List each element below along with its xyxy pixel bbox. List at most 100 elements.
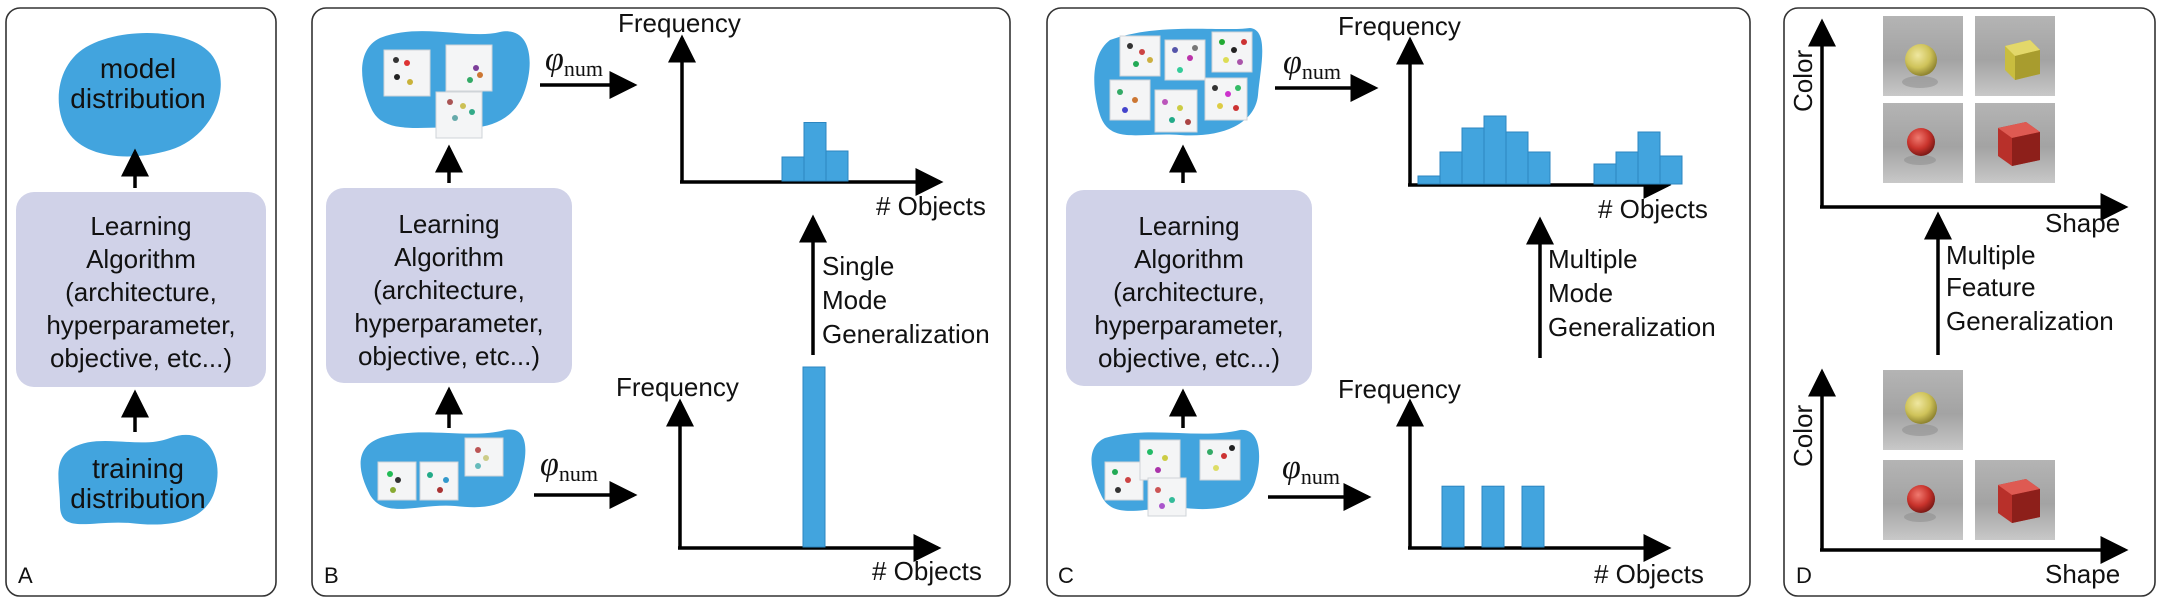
render-red-sphere bbox=[1883, 103, 1963, 183]
sample-images-top bbox=[383, 44, 493, 139]
algo-line-5: objective, etc...) bbox=[1098, 343, 1280, 373]
sample-image bbox=[1147, 477, 1187, 517]
histogram-bar bbox=[1461, 127, 1485, 185]
y-axis-label: Color bbox=[1788, 405, 1818, 467]
x-axis-label: # Objects bbox=[872, 556, 982, 586]
x-axis-label: # Objects bbox=[876, 191, 986, 221]
model-label-line2: distribution bbox=[70, 83, 205, 114]
render-red-sphere bbox=[1883, 460, 1963, 540]
generalization-line-1: Multiple bbox=[1946, 240, 2036, 270]
panel-b: φnum Frequency # Objects Single Mode Gen… bbox=[311, 7, 1011, 597]
algo-line-1: Learning bbox=[398, 209, 499, 239]
algo-line-2: Algorithm bbox=[394, 242, 504, 272]
algo-line-3: (architecture, bbox=[1113, 277, 1265, 307]
histogram-bar bbox=[1483, 115, 1507, 185]
panel-d-frame bbox=[1783, 7, 2156, 597]
sample-image bbox=[1139, 439, 1181, 481]
sample-image bbox=[377, 461, 417, 501]
sample-image bbox=[1154, 89, 1198, 133]
algo-line-1: Learning bbox=[90, 211, 191, 241]
histogram-bar bbox=[1481, 485, 1505, 548]
x-axis-label: Shape bbox=[2045, 559, 2120, 589]
sample-image bbox=[445, 44, 493, 92]
chart-bars bbox=[1417, 115, 1683, 185]
histogram-bar bbox=[803, 122, 827, 182]
render-yellow-sphere bbox=[1883, 370, 1963, 450]
sample-image bbox=[383, 49, 431, 97]
render-yellow-sphere bbox=[1883, 16, 1963, 96]
algo-line-2: Algorithm bbox=[1134, 244, 1244, 274]
generalization-line-3: Generalization bbox=[1946, 306, 2114, 336]
sphere-icon bbox=[1905, 392, 1937, 424]
y-axis-label: Frequency bbox=[618, 8, 741, 38]
sample-image bbox=[1109, 79, 1151, 121]
algo-line-4: hyperparameter, bbox=[1094, 310, 1283, 340]
algo-line-5: objective, etc...) bbox=[50, 343, 232, 373]
model-label-line1: model bbox=[100, 53, 176, 84]
panel-d: Color Shape Multiple Feature bbox=[1783, 7, 2156, 597]
algo-line-4: hyperparameter, bbox=[354, 308, 543, 338]
algo-line-3: (architecture, bbox=[65, 277, 217, 307]
histogram-bar bbox=[781, 156, 805, 182]
histogram-bar bbox=[825, 150, 849, 182]
x-axis-label: # Objects bbox=[1598, 194, 1708, 224]
histogram-bar bbox=[802, 366, 826, 548]
sample-image bbox=[1164, 39, 1206, 81]
render-yellow-cube bbox=[1975, 16, 2055, 96]
y-axis-label: Frequency bbox=[616, 372, 739, 402]
histogram-bar bbox=[1439, 151, 1463, 185]
phi-symbol: φnum bbox=[1282, 449, 1340, 489]
panel-b-letter: B bbox=[324, 563, 339, 588]
y-axis-label: Frequency bbox=[1338, 374, 1461, 404]
generalization-line-1: Single bbox=[822, 251, 894, 281]
sample-images-bottom bbox=[377, 437, 504, 501]
generalization-line-2: Mode bbox=[822, 285, 887, 315]
algo-line-3: (architecture, bbox=[373, 275, 525, 305]
algorithm-box bbox=[1066, 190, 1312, 386]
generalization-line-3: Generalization bbox=[822, 319, 990, 349]
render-red-cube bbox=[1975, 103, 2055, 183]
sample-image bbox=[1204, 77, 1248, 121]
panel-d-letter: D bbox=[1796, 563, 1812, 588]
sample-image bbox=[419, 461, 459, 501]
y-axis-label: Color bbox=[1788, 50, 1818, 112]
sphere-icon bbox=[1905, 44, 1937, 76]
histogram-bar bbox=[1637, 131, 1661, 185]
x-axis-label: Shape bbox=[2045, 208, 2120, 238]
algorithm-box bbox=[326, 188, 572, 383]
panel-c-letter: C bbox=[1058, 563, 1074, 588]
histogram-bar bbox=[1521, 485, 1545, 548]
histogram-bar bbox=[1441, 485, 1465, 548]
chart-bars bbox=[781, 122, 849, 182]
generalization-line-3: Generalization bbox=[1548, 312, 1716, 342]
generalization-line-2: Feature bbox=[1946, 272, 2036, 302]
panel-a-letter: A bbox=[18, 563, 33, 588]
chart-bars bbox=[1441, 485, 1545, 548]
histogram-bar bbox=[1593, 163, 1617, 185]
sample-images-top bbox=[1109, 31, 1253, 133]
sample-image bbox=[1104, 461, 1144, 501]
chart-bars bbox=[802, 366, 826, 548]
phi-symbol: φnum bbox=[1283, 44, 1341, 84]
histogram-bar bbox=[1417, 175, 1441, 185]
model-distribution-blob bbox=[58, 33, 221, 157]
algo-line-1: Learning bbox=[1138, 211, 1239, 241]
algo-line-5: objective, etc...) bbox=[358, 341, 540, 371]
histogram-bar bbox=[1527, 151, 1551, 185]
panel-c: φnum Frequency # Objects Multiple Mode G… bbox=[1046, 7, 1751, 597]
y-axis-label: Frequency bbox=[1338, 11, 1461, 41]
histogram-bar bbox=[1505, 131, 1529, 185]
sample-image bbox=[435, 91, 483, 139]
generalization-line-1: Multiple bbox=[1548, 244, 1638, 274]
algorithm-box bbox=[16, 192, 266, 387]
sample-images-bottom bbox=[1104, 439, 1241, 517]
sphere-icon bbox=[1907, 485, 1935, 513]
histogram-bar bbox=[1659, 155, 1683, 185]
train-label-line2: distribution bbox=[70, 483, 205, 514]
algo-line-4: hyperparameter, bbox=[46, 310, 235, 340]
algo-line-2: Algorithm bbox=[86, 244, 196, 274]
phi-symbol: φnum bbox=[540, 446, 598, 486]
training-distribution-blob bbox=[58, 434, 218, 525]
sample-image bbox=[1119, 35, 1161, 77]
